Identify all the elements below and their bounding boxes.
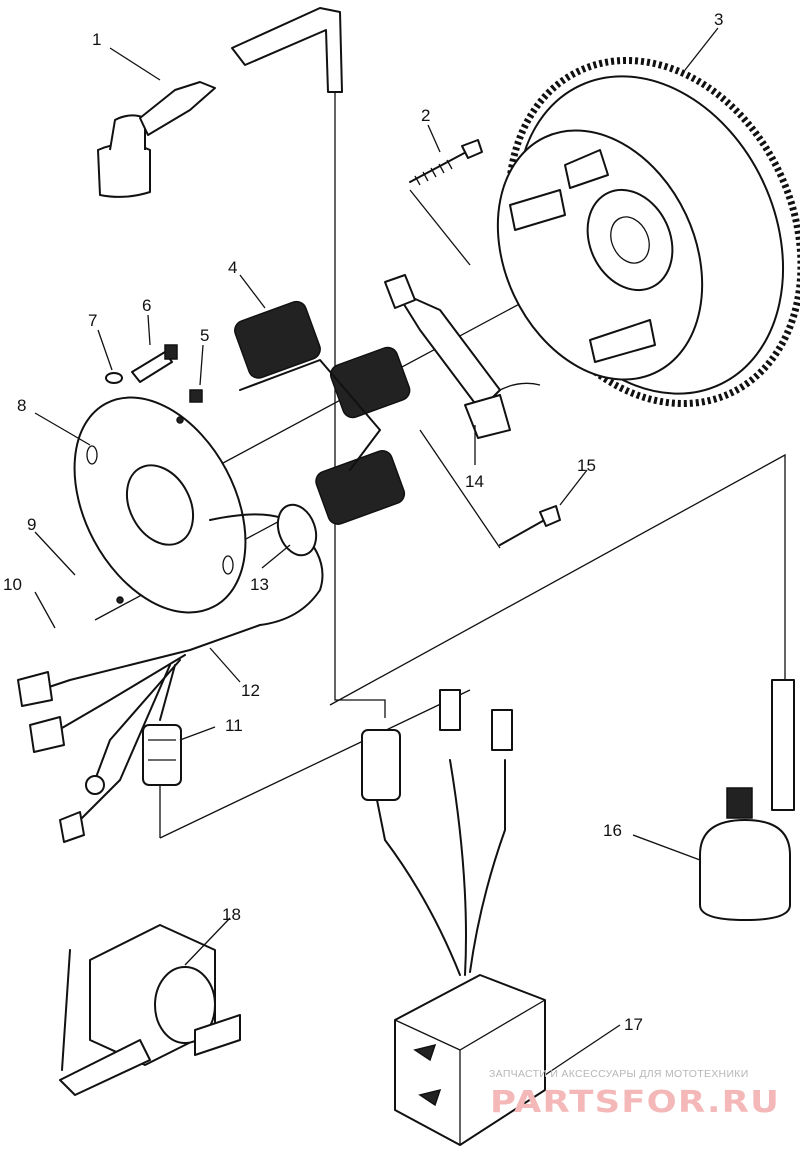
- cdi-box: [361, 689, 546, 1146]
- stator-plate: [73, 396, 247, 614]
- spark-plug-cap: [97, 7, 343, 198]
- stator-coils: [234, 300, 411, 525]
- callout-15: 15: [577, 456, 596, 475]
- callout-9: 9: [27, 515, 36, 534]
- bolt-2: [409, 139, 483, 186]
- callout-1: 1: [92, 30, 101, 49]
- callout-3: 3: [714, 10, 723, 29]
- ignition-coil: [699, 679, 795, 921]
- screws-and-washers: [105, 344, 203, 403]
- callout-14: 14: [465, 472, 484, 491]
- callout-11: 11: [225, 716, 243, 735]
- callout-2: 2: [421, 106, 430, 125]
- watermark-tagline: ЗАПЧАСТИ И АКСЕССУАРЫ ДЛЯ МОТОТЕХНИКИ: [489, 1068, 749, 1080]
- callout-13: 13: [250, 575, 269, 594]
- harness-connector: [142, 724, 182, 786]
- callout-10: 10: [3, 575, 22, 594]
- callout-8: 8: [17, 396, 26, 415]
- callout-4: 4: [228, 258, 237, 277]
- callout-5: 5: [200, 326, 209, 345]
- callout-16: 16: [603, 821, 622, 840]
- bolt-15: [499, 505, 561, 546]
- pulser-coil: [384, 274, 541, 439]
- callout-18: 18: [222, 905, 241, 924]
- callout-6: 6: [142, 296, 151, 315]
- callout-leaders: [34, 27, 719, 1076]
- watermark: ЗАПЧАСТИ И АКСЕССУАРЫ ДЛЯ МОТОТЕХНИКИ PA…: [489, 1068, 780, 1120]
- callout-7: 7: [88, 311, 97, 330]
- wire-harness: [17, 503, 324, 843]
- watermark-logo: PARTSFOR.RU: [490, 1085, 780, 1120]
- callout-17: 17: [624, 1015, 643, 1034]
- starter-relay: [59, 924, 241, 1096]
- callout-12: 12: [241, 681, 260, 700]
- callout-numbers: 1 2 3 4 5 6 7 8 9 10 11 12 13 14 15 16 1…: [3, 10, 723, 1034]
- flywheel: [496, 56, 800, 408]
